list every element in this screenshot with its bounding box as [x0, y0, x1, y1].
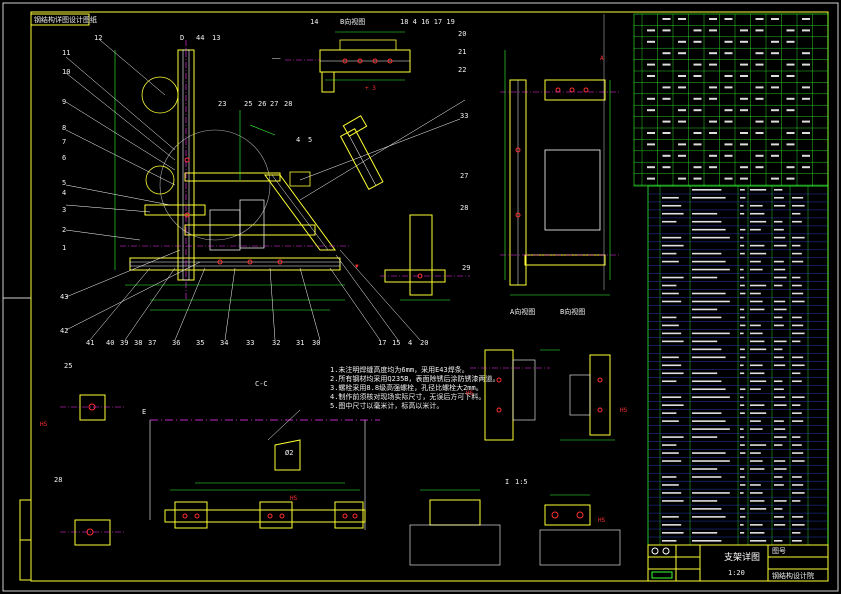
callout-38: 38 — [134, 339, 142, 347]
callout-33: 33 — [246, 339, 254, 347]
svg-text:E: E — [142, 408, 146, 416]
callout-42: 42 — [60, 327, 68, 335]
callout-4-bottom: 4 — [408, 339, 412, 347]
title-tag: 钢结构详图设计图纸 — [34, 15, 97, 24]
callout-43: 43 — [60, 293, 68, 301]
callout-40: 40 — [106, 339, 114, 347]
notes: 1.未注明焊缝高度均为6mm，采用E43焊条。 2.所有钢材均采用Q235B，表… — [330, 365, 500, 410]
callout-17: 17 — [378, 339, 386, 347]
inner-frame — [30, 11, 829, 582]
callout-4-top: 4 — [296, 136, 300, 144]
svg-text:▼: ▼ — [355, 263, 359, 270]
svg-text:HS: HS — [40, 421, 48, 428]
upper-parameter-table — [633, 13, 829, 187]
side-detail: 27 28 29 — [380, 172, 470, 301]
detail-i-scale: 1:5 — [515, 478, 528, 486]
callout-20: 20 — [420, 339, 428, 347]
svg-text:28: 28 — [54, 476, 62, 484]
svg-text:29: 29 — [462, 264, 470, 272]
title-tag-box — [30, 13, 90, 26]
callout-41: 41 — [86, 339, 94, 347]
callout-12: 12 — [94, 34, 102, 42]
lower-left-details: 25 HS 28 — [40, 362, 125, 546]
middle-right-details: HS HS — [466, 349, 628, 441]
svg-text:+ 3: + 3 — [365, 85, 376, 92]
svg-text:HS: HS — [466, 390, 474, 397]
right-a-view: 20 21 22 33 A向视图 B向视图 A — [458, 30, 620, 316]
callout-13: 13 — [212, 34, 220, 42]
bottom-callouts: 41 40 39 38 37 36 35 34 33 32 31 30 17 1… — [86, 339, 428, 347]
svg-text:18 4 16 17 19: 18 4 16 17 19 — [400, 18, 455, 26]
left-callouts: 11 10 9 8 7 6 5 4 3 2 1 43 42 — [60, 49, 70, 335]
note-2: 2.所有钢材均采用Q235B，表面除锈后涂防锈漆两道。 — [330, 374, 500, 383]
detail-i-label: I — [505, 478, 509, 486]
top-callouts: 12 D 44 13 23 25 26 27 28 4 5 — [94, 34, 312, 144]
callout-6: 6 — [62, 154, 66, 162]
callout-25: 25 — [244, 100, 252, 108]
section-a-label: A向视图 — [510, 307, 535, 316]
svg-text:HS: HS — [290, 495, 298, 502]
callout-2: 2 — [62, 226, 66, 234]
material-list-table — [647, 185, 829, 546]
callout-1: 1 — [62, 244, 66, 252]
callout-9: 9 — [62, 98, 66, 106]
callout-27: 27 — [270, 100, 278, 108]
callout-35: 35 — [196, 339, 204, 347]
svg-text:14: 14 — [310, 18, 318, 26]
svg-text:25: 25 — [64, 362, 72, 370]
callout-4: 4 — [62, 189, 66, 197]
callout-34: 34 — [220, 339, 228, 347]
svg-text:——: —— — [272, 54, 281, 62]
svg-text:HS: HS — [598, 517, 606, 524]
callout-d: D — [180, 34, 184, 42]
sheet-label: 图号 — [772, 547, 786, 555]
note-1: 1.未注明焊缝高度均为6mm，采用E43焊条。 — [330, 365, 469, 374]
dim-d2: Ø2 — [285, 449, 293, 457]
lower-elevation: C-C E Ø2 HS — [142, 380, 380, 530]
callout-11: 11 — [62, 49, 70, 57]
callout-39: 39 — [120, 339, 128, 347]
svg-text:22: 22 — [458, 66, 466, 74]
top-b-view: B向视图 14 18 4 16 17 19 —— — [272, 17, 455, 190]
svg-text:21: 21 — [458, 48, 466, 56]
callout-23: 23 — [218, 100, 226, 108]
svg-text:28: 28 — [460, 204, 468, 212]
svg-text:A: A — [600, 55, 604, 62]
top-view-label: B向视图 — [340, 17, 365, 26]
callout-32: 32 — [272, 339, 280, 347]
svg-text:HS: HS — [620, 407, 628, 414]
callout-3: 3 — [62, 206, 66, 214]
drawing-name: 支架详图 — [724, 551, 760, 563]
callout-5: 5 — [62, 179, 66, 187]
callout-7: 7 — [62, 138, 66, 146]
callout-28: 28 — [284, 100, 292, 108]
callout-5-top: 5 — [308, 136, 312, 144]
svg-text:20: 20 — [458, 30, 466, 38]
svg-text:27: 27 — [460, 172, 468, 180]
section-b-label: B向视图 — [560, 307, 585, 316]
note-3: 3.螺栓采用8.8级高强螺栓，孔径比螺栓大2mm。 — [330, 383, 483, 392]
svg-text:33: 33 — [460, 112, 468, 120]
bottom-right-details: I 1:5 HS — [409, 478, 621, 566]
note-4: 4.制作前须核对现场实际尺寸，无误后方可下料。 — [330, 392, 485, 401]
callout-37: 37 — [148, 339, 156, 347]
callout-15: 15 — [392, 339, 400, 347]
callout-30: 30 — [312, 339, 320, 347]
callout-26: 26 — [258, 100, 266, 108]
company-name: 钢结构设计院 — [772, 571, 814, 580]
main-elevation: ▼ + 3 — [65, 39, 466, 341]
callout-31: 31 — [296, 339, 304, 347]
callout-8: 8 — [62, 124, 66, 132]
drawing-scale: 1:20 — [728, 569, 745, 577]
callout-36: 36 — [172, 339, 180, 347]
callout-10: 10 — [62, 68, 70, 76]
note-5: 5.图中尺寸以毫米计，标高以米计。 — [330, 401, 443, 410]
callout-44: 44 — [196, 34, 204, 42]
section-c-label: C-C — [255, 380, 268, 388]
title-block: 支架详图 1:20 图号 钢结构设计院 — [647, 544, 829, 582]
